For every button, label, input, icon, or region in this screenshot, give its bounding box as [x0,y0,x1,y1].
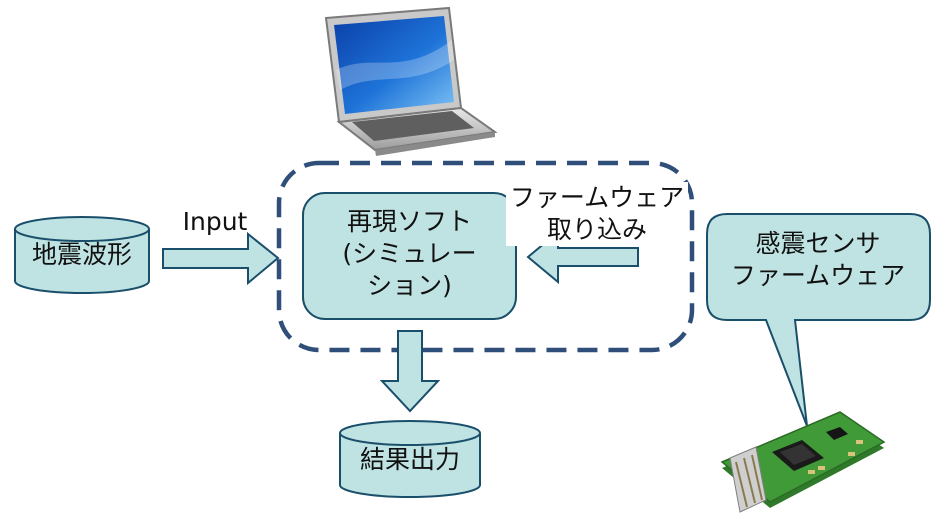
firmware-import-line-2: 取り込み [546,215,647,244]
sensor-firmware-callout [706,213,931,427]
software-boundary [276,160,695,353]
input-arrow [162,231,280,286]
output-arrow [379,330,441,413]
result-output-label: 結果出力 [359,445,460,474]
software-label-line-1: 再現ソフト [346,207,472,236]
sensor-firmware-line-2: ファームウェア [730,261,906,290]
seismic-waveform-cylinder [14,216,150,294]
input-label: Input [182,207,248,236]
sensor-firmware-line-1: 感震センサ [755,229,881,258]
seismic-waveform-label: 地震波形 [31,240,132,269]
firmware-import-line-1: ファームウェア [509,183,685,212]
software-label: 再現ソフト (シミュレー ション) [313,206,506,302]
laptop-icon [324,6,498,156]
sensor-board-icon [720,411,886,513]
firmware-import-label: ファームウェア 取り込み [506,182,688,246]
reproduction-software-box [302,192,517,320]
software-label-line-3: ション) [367,271,452,300]
sensor-firmware-label: 感震センサ ファームウェア [712,228,924,292]
software-label-line-2: (シミュレー [342,239,477,268]
result-output-cylinder [339,420,481,498]
